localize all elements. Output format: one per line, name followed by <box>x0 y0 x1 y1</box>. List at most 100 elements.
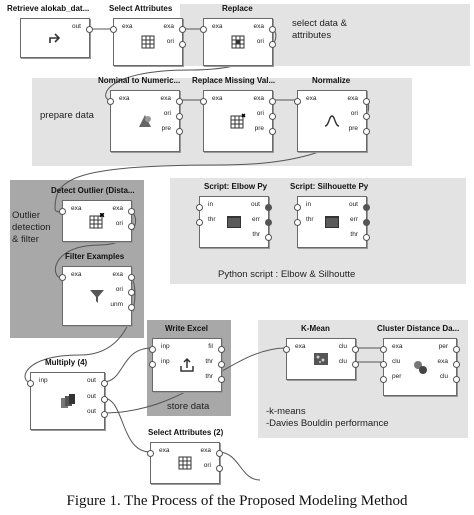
port-dot[interactable] <box>363 234 370 241</box>
port-dot[interactable] <box>352 346 359 353</box>
operator-cluster-distance[interactable]: Cluster Distance Da... exa clu per per e… <box>377 324 460 396</box>
port-dot[interactable] <box>269 113 276 120</box>
port-dot[interactable] <box>216 465 223 472</box>
port-dot[interactable] <box>218 376 225 383</box>
port-dot[interactable] <box>128 223 135 230</box>
port-dot[interactable] <box>176 128 183 135</box>
port-dot[interactable] <box>218 361 225 368</box>
port-dot[interactable] <box>200 26 207 33</box>
port-dot[interactable] <box>269 128 276 135</box>
port-dot[interactable] <box>27 380 34 387</box>
port-out: per <box>438 343 448 350</box>
operator-script-elbow[interactable]: Script: Elbow Py in thr out err thr <box>196 182 272 248</box>
port-dot[interactable] <box>149 361 156 368</box>
python-script-icon <box>227 216 241 228</box>
port-dot[interactable] <box>363 98 370 105</box>
port-dot[interactable] <box>86 26 93 33</box>
port-dot[interactable] <box>101 411 108 418</box>
port-out: thr <box>252 231 260 238</box>
port-out: out <box>348 201 358 208</box>
port-dot[interactable] <box>196 204 203 211</box>
operator-replace-missing-title: Replace Missing Val... <box>192 76 276 85</box>
operator-script-elbow-title: Script: Elbow Py <box>204 182 268 191</box>
port-dot[interactable] <box>453 376 460 383</box>
operator-write-excel[interactable]: Write Excel inp inp fil thr thr <box>149 324 225 392</box>
port-dot[interactable] <box>147 450 154 457</box>
port-dot[interactable] <box>176 98 183 105</box>
port-dot[interactable] <box>265 204 272 211</box>
port-dot[interactable] <box>294 219 301 226</box>
operator-k-mean[interactable]: K-Mean exa clu clu <box>283 324 359 380</box>
port-dot[interactable] <box>363 113 370 120</box>
port-dot[interactable] <box>196 219 203 226</box>
port-in: inp <box>39 377 48 384</box>
port-out: pre <box>161 125 171 132</box>
port-out: clu <box>338 358 347 365</box>
port-dot[interactable] <box>128 274 135 281</box>
operator-retrieve[interactable]: Retrieve alokab_dat... out <box>7 4 93 58</box>
operator-normalize[interactable]: Normalize exa exa ori pre <box>294 76 370 152</box>
operator-script-silhouette[interactable]: Script: Silhouette Py in thr out err thr <box>290 182 370 248</box>
operator-replace-missing[interactable]: Replace Missing Val... exa exa ori pre <box>192 76 276 152</box>
port-dot[interactable] <box>216 450 223 457</box>
port-dot[interactable] <box>269 41 276 48</box>
port-dot[interactable] <box>363 204 370 211</box>
port-out: pre <box>254 125 264 132</box>
port-dot[interactable] <box>453 346 460 353</box>
port-dot[interactable] <box>149 346 156 353</box>
port-dot[interactable] <box>294 98 301 105</box>
port-out: clu <box>439 373 448 380</box>
table-icon <box>178 456 192 470</box>
port-dot[interactable] <box>265 219 272 226</box>
port-dot[interactable] <box>269 98 276 105</box>
multiply-icon <box>60 394 75 408</box>
operator-select-attributes[interactable]: Select Attributes exa exa ori <box>109 4 186 66</box>
group-label-outlier: Outlier detection & filter <box>12 210 51 245</box>
port-dot[interactable] <box>218 346 225 353</box>
port-in: exa <box>71 205 82 212</box>
port-dot[interactable] <box>363 219 370 226</box>
operator-filter-examples[interactable]: Filter Examples exa exa ori unm <box>59 252 135 326</box>
port-out: exa <box>112 205 123 212</box>
port-dot[interactable] <box>363 128 370 135</box>
port-dot[interactable] <box>453 361 460 368</box>
operator-nominal-to-numeric[interactable]: Nominal to Numeric... exa exa ori pre <box>98 76 183 152</box>
wire-select2-out <box>217 451 261 481</box>
port-dot[interactable] <box>101 380 108 387</box>
python-script-icon <box>325 216 339 228</box>
port-dot[interactable] <box>107 98 114 105</box>
port-dot[interactable] <box>352 361 359 368</box>
port-in: inp <box>161 358 170 365</box>
port-out: exa <box>112 271 123 278</box>
performance-icon <box>414 361 427 374</box>
port-dot[interactable] <box>200 98 207 105</box>
port-dot[interactable] <box>176 113 183 120</box>
port-dot[interactable] <box>59 208 66 215</box>
port-dot[interactable] <box>128 289 135 296</box>
port-dot[interactable] <box>128 208 135 215</box>
port-dot[interactable] <box>128 304 135 311</box>
operator-replace[interactable]: Replace exa exa ori <box>200 4 276 66</box>
port-dot[interactable] <box>380 346 387 353</box>
operator-detect-outlier[interactable]: Detect Outlier (Dista... exa exa ori <box>51 186 135 242</box>
port-in: exa <box>392 343 403 350</box>
port-dot[interactable] <box>110 26 117 33</box>
port-out: ori <box>256 38 264 45</box>
port-dot[interactable] <box>101 396 108 403</box>
port-dot[interactable] <box>269 26 276 33</box>
operator-multiply[interactable]: Multiply (4) inp out out out <box>27 358 108 430</box>
port-dot[interactable] <box>380 376 387 383</box>
figure-caption: Figure 1. The Process of the Proposed Mo… <box>66 493 408 509</box>
port-dot[interactable] <box>179 41 186 48</box>
port-dot[interactable] <box>380 361 387 368</box>
operator-select-attributes-2[interactable]: Select Attributes (2) exa exa ori <box>147 428 223 484</box>
port-dot[interactable] <box>179 26 186 33</box>
port-dot[interactable] <box>294 204 301 211</box>
port-dot[interactable] <box>265 234 272 241</box>
retrieve-arrow-icon <box>49 33 61 43</box>
port-in: thr <box>306 216 314 223</box>
port-dot[interactable] <box>59 274 66 281</box>
outlier-icon <box>89 213 105 229</box>
operator-normalize-title: Normalize <box>312 76 351 85</box>
port-dot[interactable] <box>283 346 290 353</box>
